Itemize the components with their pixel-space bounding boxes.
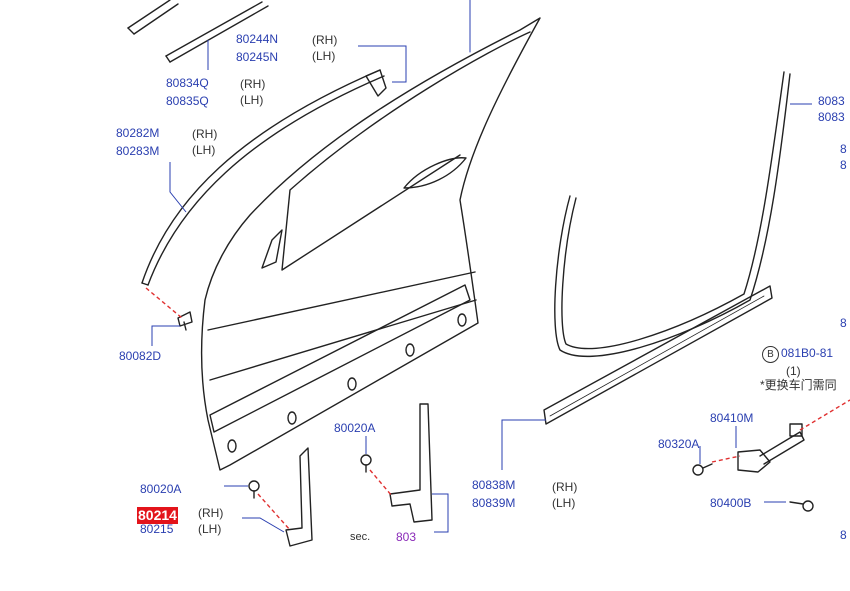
clip-80020A-mid (360, 454, 372, 473)
front-door-panel (200, 0, 541, 471)
part-80839M[interactable]: 80839M (472, 496, 516, 510)
part-081B0[interactable]: 081B0-81 (781, 346, 834, 360)
part-80082D[interactable]: 80082D (119, 349, 162, 363)
part-8-c[interactable]: 8 (840, 316, 847, 330)
part-80835Q[interactable]: 80835Q (166, 94, 209, 108)
part-80245N[interactable]: 80245N (236, 50, 279, 64)
side-rh-80834Q: (RH) (240, 77, 266, 91)
sill-moulding (543, 285, 773, 425)
part-8-d[interactable]: 8 (840, 528, 847, 542)
side-lh-80283M: (LH) (192, 143, 216, 157)
door-check-link (737, 423, 805, 473)
upper-moulding-strip (127, 0, 179, 35)
side-rh-80244N: (RH) (312, 33, 338, 47)
part-8-b[interactable]: 8 (840, 158, 847, 172)
part-80282M[interactable]: 80282M (116, 126, 160, 140)
part-80400B[interactable]: 80400B (710, 496, 752, 510)
part-80320A[interactable]: 80320A (658, 437, 700, 451)
clip-80020A-left (248, 480, 260, 499)
part-80283M[interactable]: 80283M (116, 144, 160, 158)
window-frame-moulding (141, 69, 385, 286)
sash-trim-rear (285, 447, 313, 547)
sash-trim-front (389, 403, 433, 523)
part-80244N[interactable]: 80244N (236, 32, 279, 46)
side-rh-80838M: (RH) (552, 480, 578, 494)
part-8-a[interactable]: 8 (840, 142, 847, 156)
section-ref-label: sec. (350, 531, 371, 543)
door-weatherstrip (554, 71, 791, 358)
part-80410M[interactable]: 80410M (710, 411, 754, 425)
circle-b-marker: B (762, 346, 779, 363)
side-rh-80214: (RH) (198, 506, 224, 520)
quantity-note: (1) (786, 364, 801, 378)
replace-door-note: *更换车门需同 (760, 378, 837, 392)
part-80020A-mid[interactable]: 80020A (334, 421, 376, 435)
side-rh-80282M: (RH) (192, 127, 218, 141)
side-lh-80839M: (LH) (552, 496, 576, 510)
corner-finisher (365, 69, 387, 97)
belt-moulding-strip (165, 1, 269, 63)
section-ref-number[interactable]: 803 (396, 530, 417, 544)
part-80838M[interactable]: 80838M (472, 478, 516, 492)
bolt-80320A (692, 463, 713, 476)
clip-80082D (177, 311, 193, 331)
side-lh-80215: (LH) (198, 522, 222, 536)
part-8083-top1[interactable]: 8083 (818, 94, 845, 108)
part-80214-highlighted[interactable]: 80214 (137, 507, 178, 524)
part-80215[interactable]: 80215 (140, 522, 174, 536)
part-80020A-left[interactable]: 80020A (140, 482, 182, 496)
side-lh-80835Q: (LH) (240, 93, 264, 107)
part-80834Q[interactable]: 80834Q (166, 76, 209, 90)
part-8083-top2[interactable]: 8083 (818, 110, 845, 124)
bolt-80400B (789, 500, 814, 512)
side-lh-80245N: (LH) (312, 49, 336, 63)
